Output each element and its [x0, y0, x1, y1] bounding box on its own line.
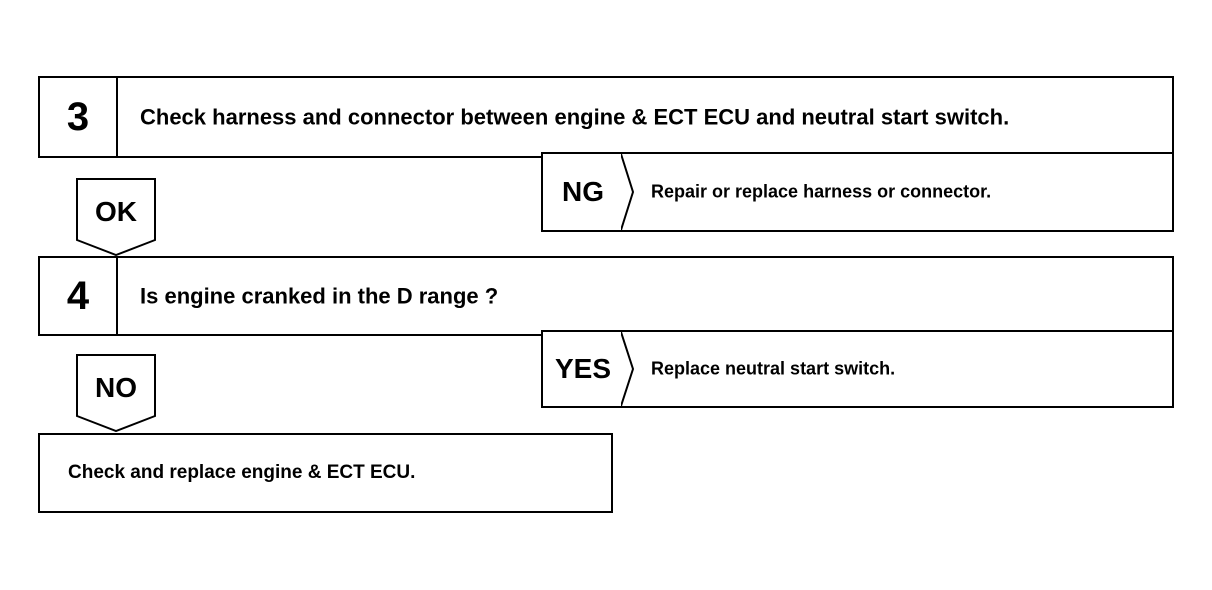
- branch-label-ok: OK: [95, 196, 137, 227]
- final-action: Check and replace engine & ECT ECU.: [68, 462, 416, 483]
- branch-label-yes: YES: [554, 353, 612, 384]
- chevron-right-icon: [621, 332, 635, 406]
- step-4-box: 4 Is engine cranked in the D range ?: [38, 256, 1174, 336]
- step-3-box: 3 Check harness and connector between en…: [38, 76, 1174, 158]
- branch-label-ng: NG: [562, 176, 604, 207]
- step-number: 3: [40, 78, 118, 156]
- step-question: Is engine cranked in the D range ?: [140, 283, 499, 309]
- step-number: 4: [40, 258, 118, 334]
- chevron-right-icon: [621, 154, 635, 230]
- side-action: Replace neutral start switch.: [651, 358, 896, 379]
- down-arrow-ok: OK: [76, 178, 156, 257]
- side-action: Repair or replace harness or connector.: [651, 181, 992, 202]
- arrow-down-icon: [76, 354, 156, 433]
- final-action-box: Check and replace engine & ECT ECU.: [38, 433, 613, 513]
- arrow-down-icon: [76, 178, 156, 257]
- down-arrow-no: NO: [76, 354, 156, 433]
- step-question: Check harness and connector between engi…: [140, 104, 1010, 130]
- step-3-side-branch: NG Repair or replace harness or connecto…: [541, 152, 1174, 232]
- branch-label-no: NO: [95, 372, 137, 403]
- step-4-side-branch: YES Replace neutral start switch.: [541, 330, 1174, 408]
